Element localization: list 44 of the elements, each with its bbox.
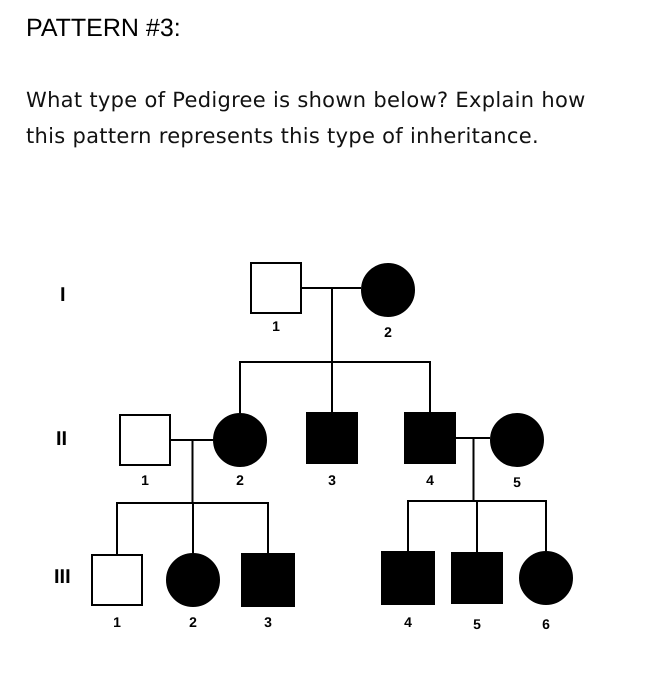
generation-label: III	[54, 566, 71, 589]
individual-number: 4	[426, 472, 434, 488]
pedigree-line	[331, 288, 333, 362]
pedigree-line	[302, 287, 361, 289]
individual-number: 2	[189, 614, 197, 630]
square-symbol	[306, 412, 358, 464]
individual-number: 3	[328, 472, 336, 488]
individual-number: 1	[141, 472, 149, 488]
circle-symbol	[361, 263, 415, 317]
circle-symbol	[166, 553, 220, 607]
pedigree-line	[332, 361, 431, 412]
pedigree-line	[474, 500, 478, 552]
title: PATTERN #3:	[26, 14, 181, 43]
square-symbol	[250, 262, 302, 314]
individual-number: 6	[542, 616, 550, 632]
generation-label: I	[60, 284, 66, 307]
generation-label: II	[56, 428, 68, 451]
individual-number: 2	[236, 472, 244, 488]
individual-number: 5	[473, 616, 481, 632]
individual-number: 4	[404, 614, 412, 630]
individual-number: 2	[384, 324, 392, 340]
pedigree-line	[456, 437, 490, 439]
square-symbol	[241, 553, 295, 607]
pedigree-line	[116, 502, 192, 554]
pedigree-line	[171, 439, 213, 441]
individual-number: 1	[272, 318, 280, 334]
pedigree-line	[331, 362, 333, 412]
individual-number: 5	[513, 474, 521, 490]
pedigree-line	[192, 503, 194, 553]
pedigree-line	[472, 438, 474, 501]
pedigree-line	[192, 440, 194, 503]
pedigree-line	[192, 502, 269, 553]
pedigree-line	[239, 361, 332, 413]
circle-symbol	[490, 413, 544, 467]
individual-number: 3	[264, 614, 272, 630]
square-symbol	[381, 551, 435, 605]
question-text: What type of Pedigree is shown below? Explain how this pattern represents this type of inheritance.	[26, 87, 587, 150]
square-symbol	[91, 554, 143, 606]
square-symbol	[451, 552, 503, 604]
circle-symbol	[519, 551, 573, 605]
square-symbol	[119, 414, 171, 466]
pedigree-line	[407, 500, 474, 551]
square-symbol	[404, 412, 456, 464]
individual-number: 1	[113, 614, 121, 630]
